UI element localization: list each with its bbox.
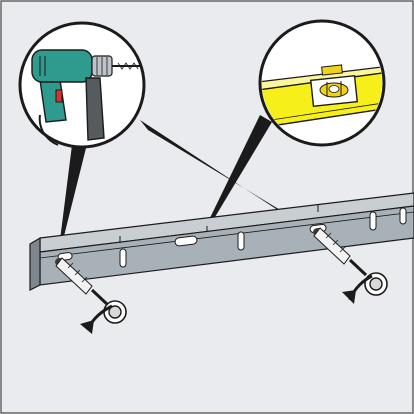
left-fixing [55,257,127,334]
drill-callout-pointer [60,145,86,240]
drill-callout-circle [18,21,146,149]
rail-end-cap [29,236,41,291]
rail-slot [237,231,245,251]
rail-slot [369,211,377,231]
drill-bit-flute [117,62,139,70]
level-bubble [328,85,340,93]
rail-edge-line [39,211,414,259]
rail-slot [399,207,407,225]
screw-head-left [108,305,122,319]
screw-shaft-left [90,288,110,307]
plug-rib [67,262,74,269]
plug-rib [339,246,346,253]
drill-icon [31,49,142,146]
level-ridge [262,101,382,123]
right-fixing [313,227,388,304]
rail-slot [119,248,127,268]
wall-plug-right [313,227,351,265]
arrow-head-right [342,290,356,304]
drill-body [31,49,93,83]
rail-slot [174,235,198,247]
level-top-vial [321,64,343,76]
drill-side-handle [85,77,105,141]
arrow-head-left [80,320,94,334]
screw-shaft-right [348,258,368,277]
level-callout [258,19,386,147]
level-callout-pointer [208,115,272,222]
wall-rail [29,192,414,291]
plug-rib [332,239,339,246]
plug-rib [325,232,332,239]
level-top-face [262,65,382,91]
screw-head-right [369,277,383,291]
wall-plug-left [55,257,93,295]
spirit-level-icon [262,64,382,129]
drill-callout [18,21,146,149]
plug-rib [81,276,88,283]
drill-trigger [55,89,63,103]
plug-rib [74,269,81,276]
drill-cord [38,114,59,146]
